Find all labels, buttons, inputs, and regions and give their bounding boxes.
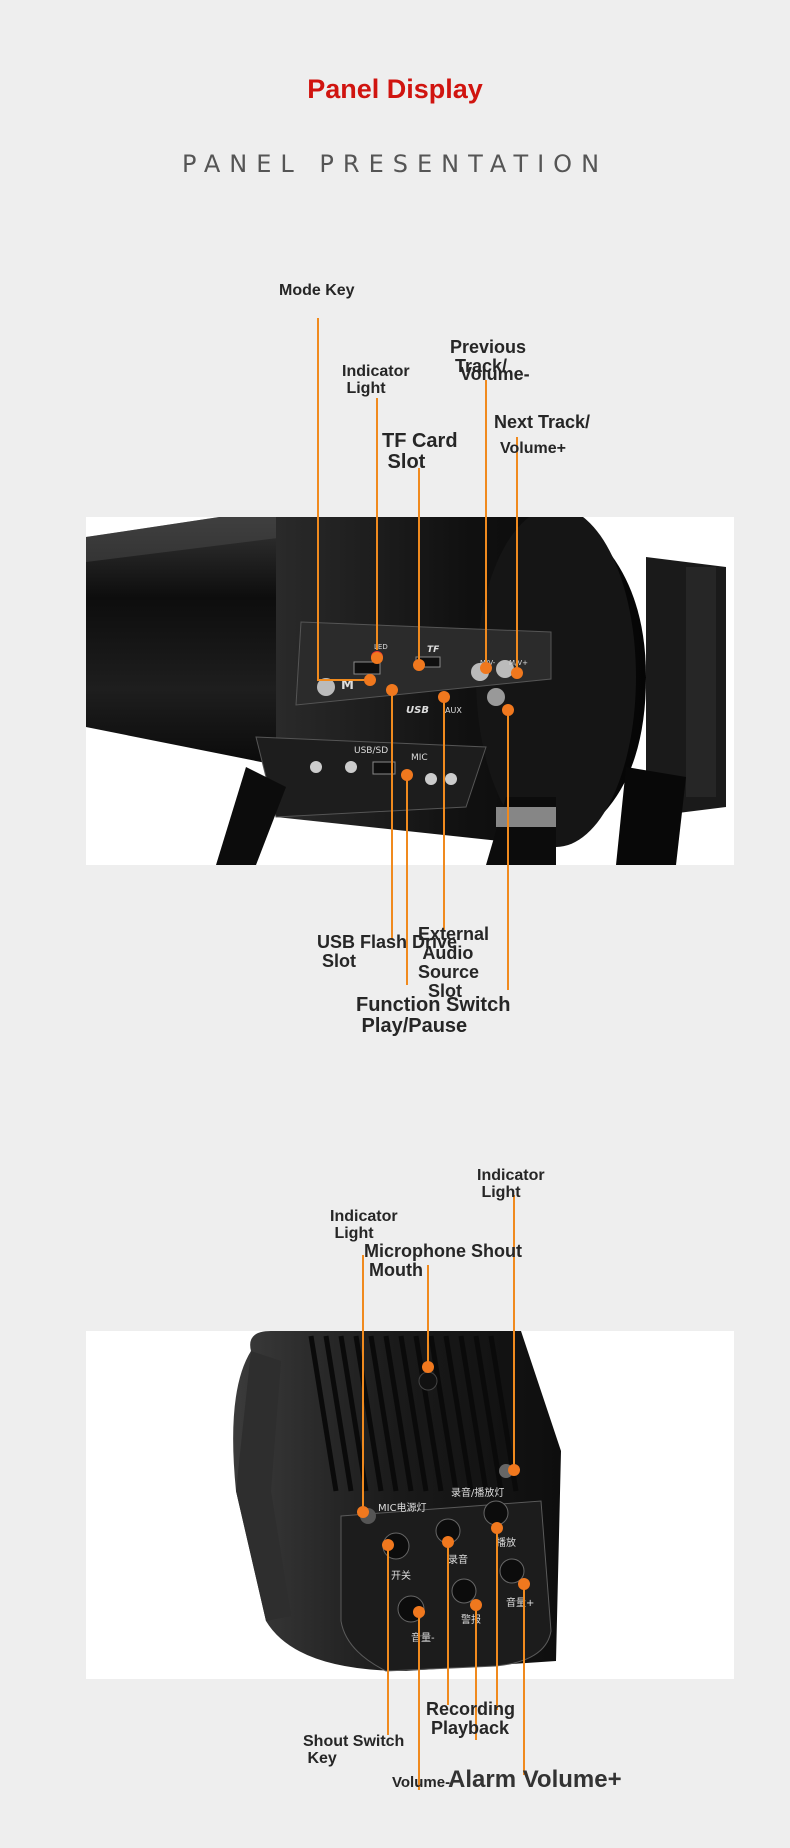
mark-volume-minus: 音量-	[411, 1631, 435, 1644]
label-alarm-volume-plus: Alarm Volume+	[448, 1766, 622, 1793]
mark-aux: AUX	[445, 706, 462, 715]
label-indicator-light-left: Indicator Light	[330, 1208, 398, 1242]
label-volume-minus-bottom: Volume-	[392, 1774, 451, 1791]
label-volume-plus-top: Volume+	[500, 440, 566, 457]
mark-usb: USB	[406, 705, 429, 716]
mark-mv-plus: M/V+	[509, 659, 528, 667]
label-volume-minus-top: Volume-	[460, 364, 530, 384]
label-next-track: Next Track/	[494, 412, 591, 432]
dot-volume-plus	[518, 1578, 530, 1590]
dot-next-track	[511, 667, 523, 679]
label-shout-switch-key: Shout Switch Key	[303, 1733, 405, 1767]
dot-mode-key	[364, 674, 376, 686]
label-external-audio-source-slot: External Audio Source Slot	[418, 924, 490, 1001]
microphone-illustration: MIC电源灯 录音/播放灯 开关 录音 播放 音量- 警报 音量+	[233, 1331, 561, 1672]
mark-mic: MIC	[411, 753, 428, 763]
mark-tf: TF	[427, 645, 440, 655]
mark-mic-power-light: MIC电源灯	[378, 1501, 427, 1514]
label-previous-track: Previous Track/	[450, 337, 527, 376]
label-indicator-light-right: Indicator Light	[477, 1167, 545, 1201]
mark-switch: 开关	[391, 1569, 411, 1582]
label-recording-playback: Recording Playback	[426, 1699, 516, 1738]
dot-mic-power-light	[357, 1506, 369, 1518]
dot-previous-track	[480, 662, 492, 674]
dot-indicator-light	[371, 652, 383, 664]
dot-usb-slot	[386, 684, 398, 696]
dot-record-light	[508, 1464, 520, 1476]
label-indicator-light: Indicator Light	[342, 363, 410, 397]
mark-playback: 播放	[496, 1536, 516, 1549]
label-mode-key: Mode Key	[279, 282, 355, 299]
dot-shout-mouth	[422, 1361, 434, 1373]
page-subtitle: PANEL PRESENTATION	[181, 150, 609, 178]
page-title: Panel Display	[307, 74, 483, 104]
dot-usb-sd	[401, 769, 413, 781]
dot-record	[442, 1536, 454, 1548]
mark-record: 录音	[448, 1553, 468, 1566]
mark-record-play-light: 录音/播放灯	[451, 1486, 504, 1499]
mark-usb-sd: USB/SD	[354, 746, 388, 756]
dot-shout-switch	[382, 1539, 394, 1551]
mark-led: LED	[374, 643, 388, 651]
label-microphone-shout-mouth: Microphone Shout Mouth	[364, 1241, 522, 1280]
microphone-product-photo: MIC电源灯 录音/播放灯 开关 录音 播放 音量- 警报 音量+	[86, 1331, 734, 1679]
dot-play-pause	[502, 704, 514, 716]
mark-volume-plus: 音量+	[506, 1596, 534, 1609]
label-tf-card-slot: TF Card Slot	[382, 430, 458, 473]
dot-volume-minus	[413, 1606, 425, 1618]
dot-alarm	[470, 1599, 482, 1611]
dot-playback	[491, 1522, 503, 1534]
mark-m: M	[341, 678, 354, 693]
label-usb-flash-drive-slot: USB Flash Drive Slot	[317, 932, 458, 971]
dot-aux	[438, 691, 450, 703]
label-function-switch-play-pause: Function Switch Play/Pause	[356, 994, 511, 1037]
dot-tf-card	[413, 659, 425, 671]
